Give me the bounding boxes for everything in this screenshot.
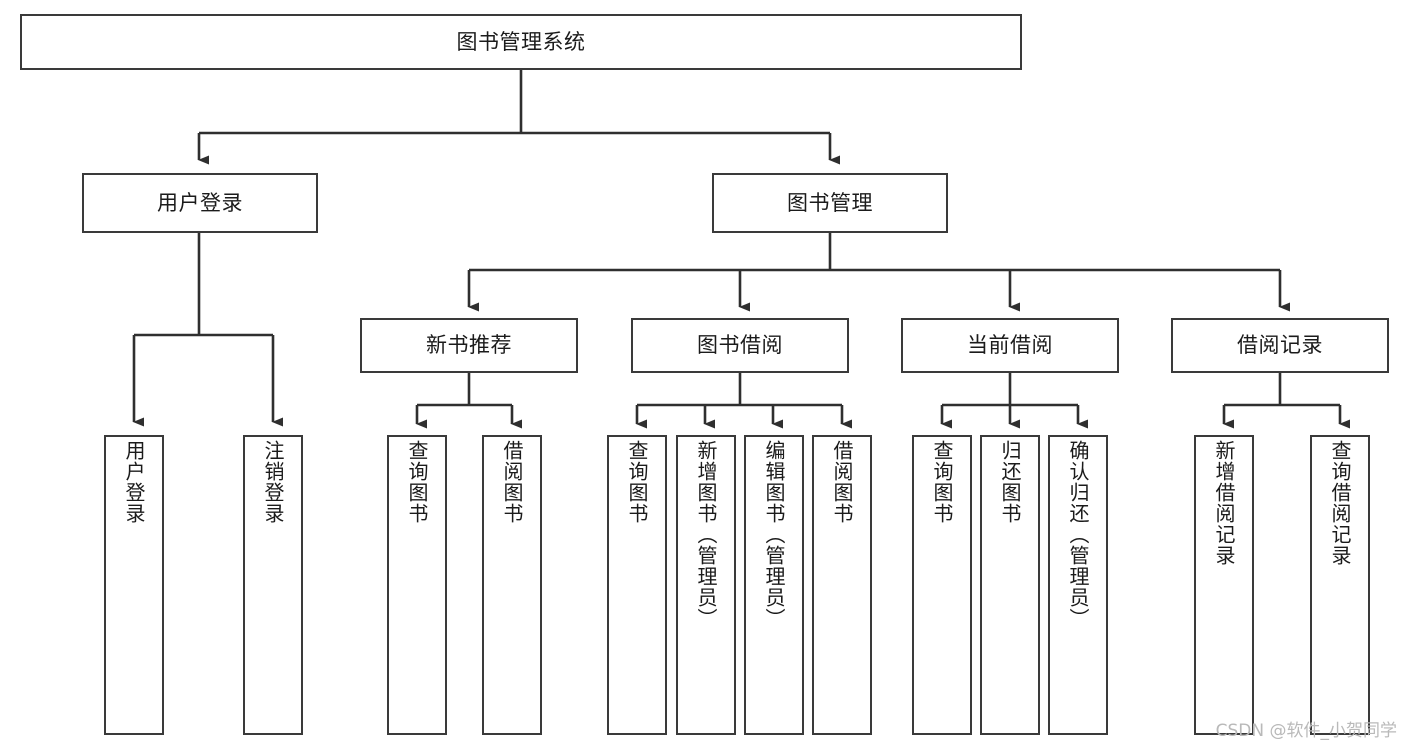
node-borrow-record[interactable]: 借阅记录	[1171, 318, 1389, 373]
node-leaf-edit-book-label: 编辑图书（管理员）	[762, 440, 786, 629]
node-root[interactable]: 图书管理系统	[20, 14, 1022, 70]
node-leaf-query-record[interactable]: 查询借阅记录	[1310, 435, 1370, 735]
node-root-label: 图书管理系统	[456, 29, 586, 54]
node-new-book-recommend-label: 新书推荐	[426, 333, 512, 358]
node-leaf-return-book[interactable]: 归还图书	[980, 435, 1040, 735]
node-leaf-confirm-return[interactable]: 确认归还（管理员）	[1048, 435, 1108, 735]
node-current-borrow[interactable]: 当前借阅	[901, 318, 1119, 373]
node-borrow-record-label: 借阅记录	[1237, 333, 1323, 358]
node-book-manage[interactable]: 图书管理	[712, 173, 948, 233]
node-leaf-add-book-label: 新增图书（管理员）	[694, 440, 718, 629]
node-leaf-borrow-book-2[interactable]: 借阅图书	[812, 435, 872, 735]
node-leaf-query-book-2[interactable]: 查询图书	[607, 435, 667, 735]
node-leaf-query-book-1[interactable]: 查询图书	[387, 435, 447, 735]
node-leaf-add-record-label: 新增借阅记录	[1212, 440, 1236, 566]
csdn-watermark: CSDN @软件_小贺同学	[1215, 721, 1397, 741]
node-leaf-borrow-book-1[interactable]: 借阅图书	[482, 435, 542, 735]
node-user-login[interactable]: 用户登录	[82, 173, 318, 233]
node-leaf-confirm-return-label: 确认归还（管理员）	[1066, 440, 1090, 629]
node-leaf-query-book-2-label: 查询图书	[625, 440, 649, 524]
node-new-book-recommend[interactable]: 新书推荐	[360, 318, 578, 373]
node-leaf-edit-book[interactable]: 编辑图书（管理员）	[744, 435, 804, 735]
node-leaf-return-book-label: 归还图书	[998, 440, 1022, 524]
node-leaf-add-book[interactable]: 新增图书（管理员）	[676, 435, 736, 735]
node-leaf-borrow-book-1-label: 借阅图书	[500, 440, 524, 524]
node-user-login-label: 用户登录	[157, 190, 243, 215]
node-leaf-query-record-label: 查询借阅记录	[1328, 440, 1352, 566]
node-leaf-user-login[interactable]: 用户登录	[104, 435, 164, 735]
node-leaf-user-logout-label: 注销登录	[261, 440, 285, 524]
node-leaf-add-record[interactable]: 新增借阅记录	[1194, 435, 1254, 735]
node-book-borrow[interactable]: 图书借阅	[631, 318, 849, 373]
node-leaf-user-login-label: 用户登录	[122, 440, 146, 524]
node-leaf-query-book-3[interactable]: 查询图书	[912, 435, 972, 735]
node-leaf-query-book-3-label: 查询图书	[930, 440, 954, 524]
node-book-borrow-label: 图书借阅	[697, 333, 783, 358]
node-leaf-borrow-book-2-label: 借阅图书	[830, 440, 854, 524]
node-leaf-query-book-1-label: 查询图书	[405, 440, 429, 524]
node-leaf-user-logout[interactable]: 注销登录	[243, 435, 303, 735]
node-book-manage-label: 图书管理	[787, 190, 873, 215]
node-current-borrow-label: 当前借阅	[967, 333, 1053, 358]
